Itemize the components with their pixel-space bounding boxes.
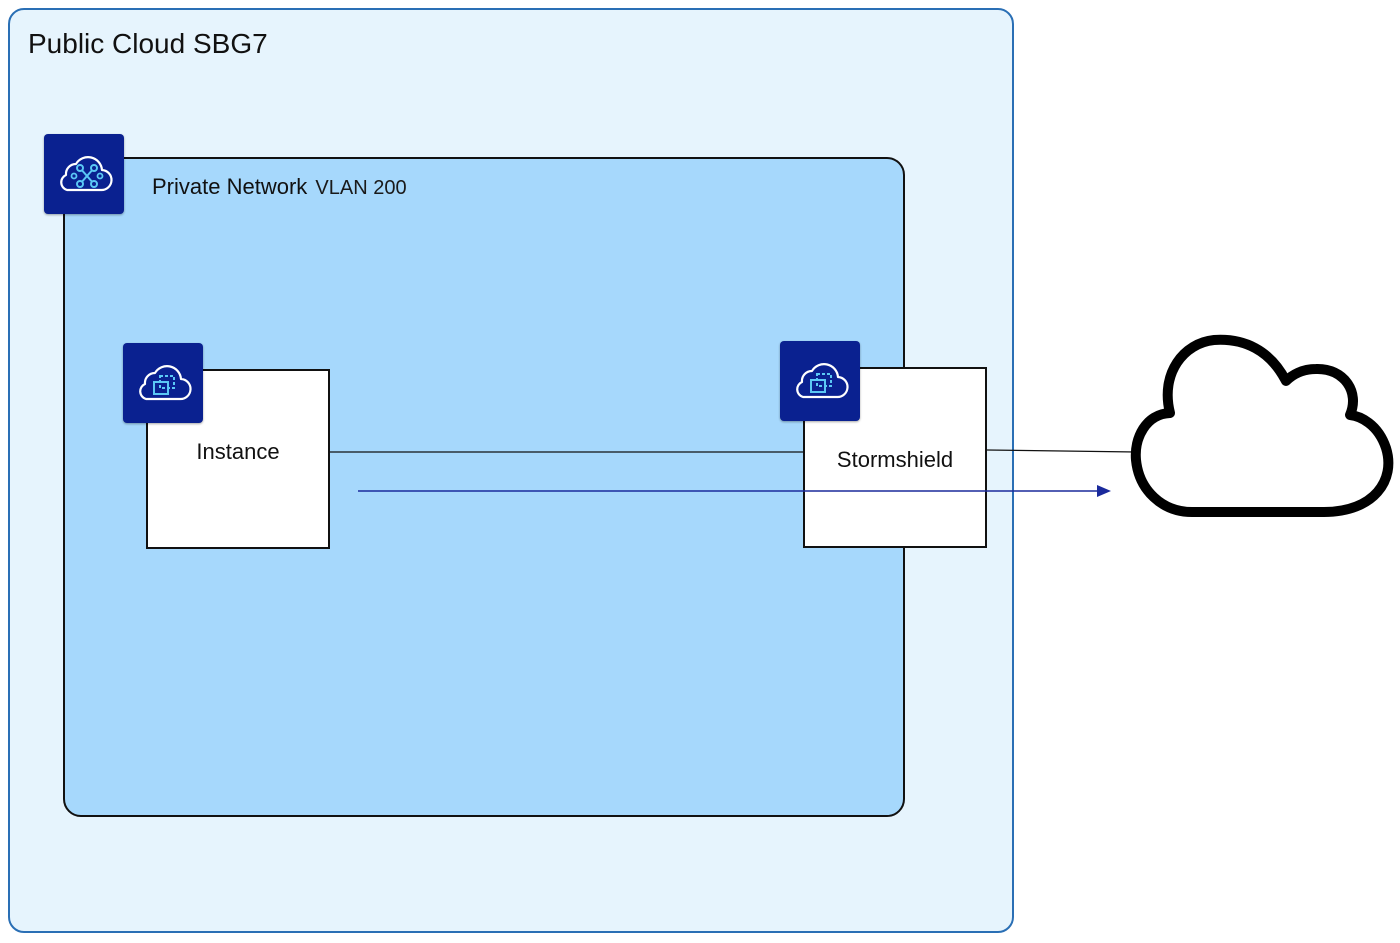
private-network-name: Private Network — [152, 174, 308, 199]
private-network-badge — [44, 134, 124, 214]
public-cloud-title: Public Cloud SBG7 — [28, 28, 268, 59]
traffic-flow-arrow — [358, 485, 1111, 497]
instance-badge — [123, 343, 203, 423]
stormshield-label: Stormshield — [836, 447, 954, 472]
stormshield-cloud-icon — [796, 363, 849, 399]
internet-cloud-icon — [1130, 334, 1394, 517]
instance-label: Instance — [196, 439, 280, 464]
private-network-label: Private Network VLAN 200 — [152, 174, 407, 200]
instance-cloud-icon — [139, 365, 192, 401]
vlan-label: VLAN 200 — [315, 177, 407, 199]
private-network-cloud-icon — [60, 156, 113, 192]
stormshield-badge — [780, 341, 860, 421]
stormshield-internet-link — [986, 449, 1137, 453]
